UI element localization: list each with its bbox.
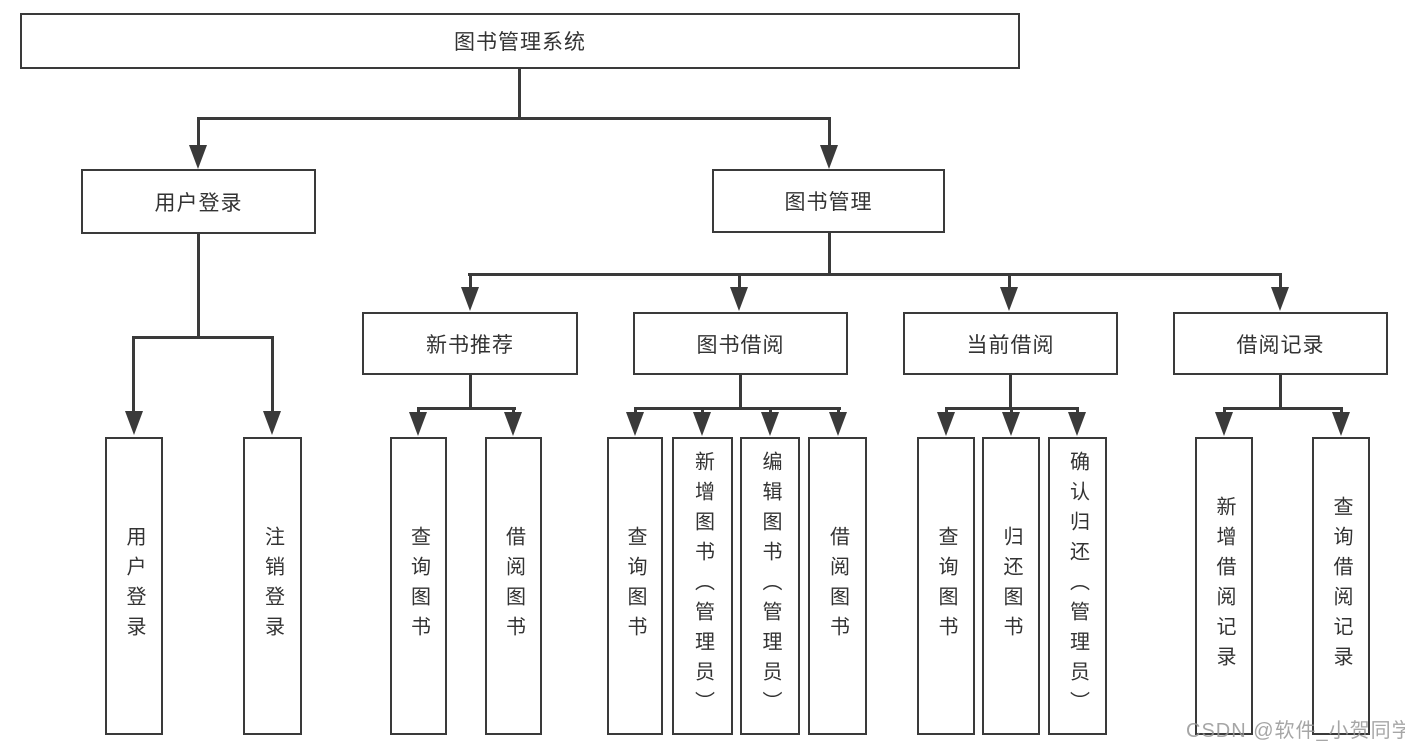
leaf-label: 新增图书（管理员）	[691, 451, 714, 721]
leaf-current-confirm-return-admin: 确认归还（管理员）	[1048, 437, 1107, 735]
connector-line	[518, 67, 521, 120]
csdn-watermark: CSDN @软件_小贺同学	[1186, 720, 1405, 742]
node-label: 借阅记录	[1236, 333, 1325, 357]
connector-line	[828, 120, 831, 146]
leaf-borrow-query-book: 查询图书	[607, 437, 663, 735]
arrow-down-icon	[1215, 412, 1233, 436]
node-user-login: 用户登录	[81, 169, 316, 234]
leaf-user-login: 用户登录	[105, 437, 163, 735]
leaf-borrow-add-book-admin: 新增图书（管理员）	[672, 437, 733, 735]
node-system-root: 图书管理系统	[20, 13, 1020, 69]
connector-line	[1223, 407, 1343, 410]
connector-line	[828, 233, 831, 276]
arrow-down-icon	[125, 411, 143, 435]
leaf-label: 借阅图书	[502, 526, 525, 646]
leaf-label: 注销登录	[261, 526, 284, 646]
connector-line	[739, 375, 742, 410]
connector-line	[1279, 375, 1282, 410]
connector-line	[468, 273, 1282, 276]
leaf-label: 查询图书	[624, 526, 646, 646]
leaf-label: 借阅图书	[826, 526, 849, 646]
node-book-management: 图书管理	[712, 169, 945, 233]
leaf-record-add-record: 新增借阅记录	[1195, 437, 1253, 735]
connector-line	[197, 120, 200, 146]
arrow-down-icon	[1002, 412, 1020, 436]
connector-line	[132, 336, 274, 339]
node-new-book-recommend: 新书推荐	[362, 312, 578, 375]
leaf-label: 查询图书	[935, 526, 957, 646]
connector-line	[634, 407, 841, 410]
node-label: 图书管理系统	[454, 31, 586, 54]
arrow-down-icon	[409, 412, 427, 436]
leaf-record-query-record: 查询借阅记录	[1312, 437, 1370, 735]
leaf-logout: 注销登录	[243, 437, 302, 735]
leaf-current-return-book: 归还图书	[982, 437, 1040, 735]
connector-line	[132, 339, 135, 412]
arrow-down-icon	[829, 412, 847, 436]
leaf-label: 确认归还（管理员）	[1066, 451, 1089, 721]
node-current-borrow: 当前借阅	[903, 312, 1118, 375]
node-label: 图书管理	[784, 191, 873, 214]
arrow-down-icon	[504, 412, 522, 436]
arrow-down-icon	[263, 411, 281, 435]
leaf-label: 编辑图书（管理员）	[759, 451, 781, 721]
node-label: 用户登录	[154, 191, 243, 215]
connector-line	[469, 375, 472, 410]
connector-line	[1008, 276, 1011, 289]
node-label: 当前借阅	[966, 333, 1055, 357]
leaf-label: 新增借阅记录	[1213, 496, 1235, 676]
node-label: 图书借阅	[696, 333, 785, 357]
connector-line	[945, 407, 1079, 410]
leaf-label: 查询借阅记录	[1330, 496, 1352, 676]
leaf-recommend-borrow-book: 借阅图书	[485, 437, 542, 735]
leaf-current-query-book: 查询图书	[917, 437, 975, 735]
arrow-down-icon	[189, 145, 207, 169]
connector-line	[1009, 375, 1012, 410]
arrow-down-icon	[820, 145, 838, 169]
arrow-down-icon	[626, 412, 644, 436]
node-borrow-record: 借阅记录	[1173, 312, 1388, 375]
leaf-label: 归还图书	[1000, 526, 1022, 646]
connector-line	[197, 234, 200, 339]
node-book-borrow: 图书借阅	[633, 312, 848, 375]
arrow-down-icon	[693, 412, 711, 436]
connector-line	[197, 117, 831, 120]
arrow-down-icon	[1332, 412, 1350, 436]
leaf-recommend-query-book: 查询图书	[390, 437, 447, 735]
leaf-borrow-edit-book-admin: 编辑图书（管理员）	[740, 437, 800, 735]
arrow-down-icon	[937, 412, 955, 436]
connector-line	[1279, 276, 1282, 289]
connector-line	[417, 407, 516, 410]
leaf-label: 查询图书	[407, 526, 430, 646]
connector-line	[469, 276, 472, 289]
arrow-down-icon	[730, 287, 748, 311]
arrow-down-icon	[1000, 287, 1018, 311]
connector-line	[271, 339, 274, 412]
arrow-down-icon	[461, 287, 479, 311]
leaf-label: 用户登录	[123, 526, 145, 646]
arrow-down-icon	[1271, 287, 1289, 311]
node-label: 新书推荐	[426, 333, 514, 357]
arrow-down-icon	[761, 412, 779, 436]
leaf-borrow-borrow-book: 借阅图书	[808, 437, 867, 735]
arrow-down-icon	[1068, 412, 1086, 436]
connector-line	[738, 276, 741, 289]
